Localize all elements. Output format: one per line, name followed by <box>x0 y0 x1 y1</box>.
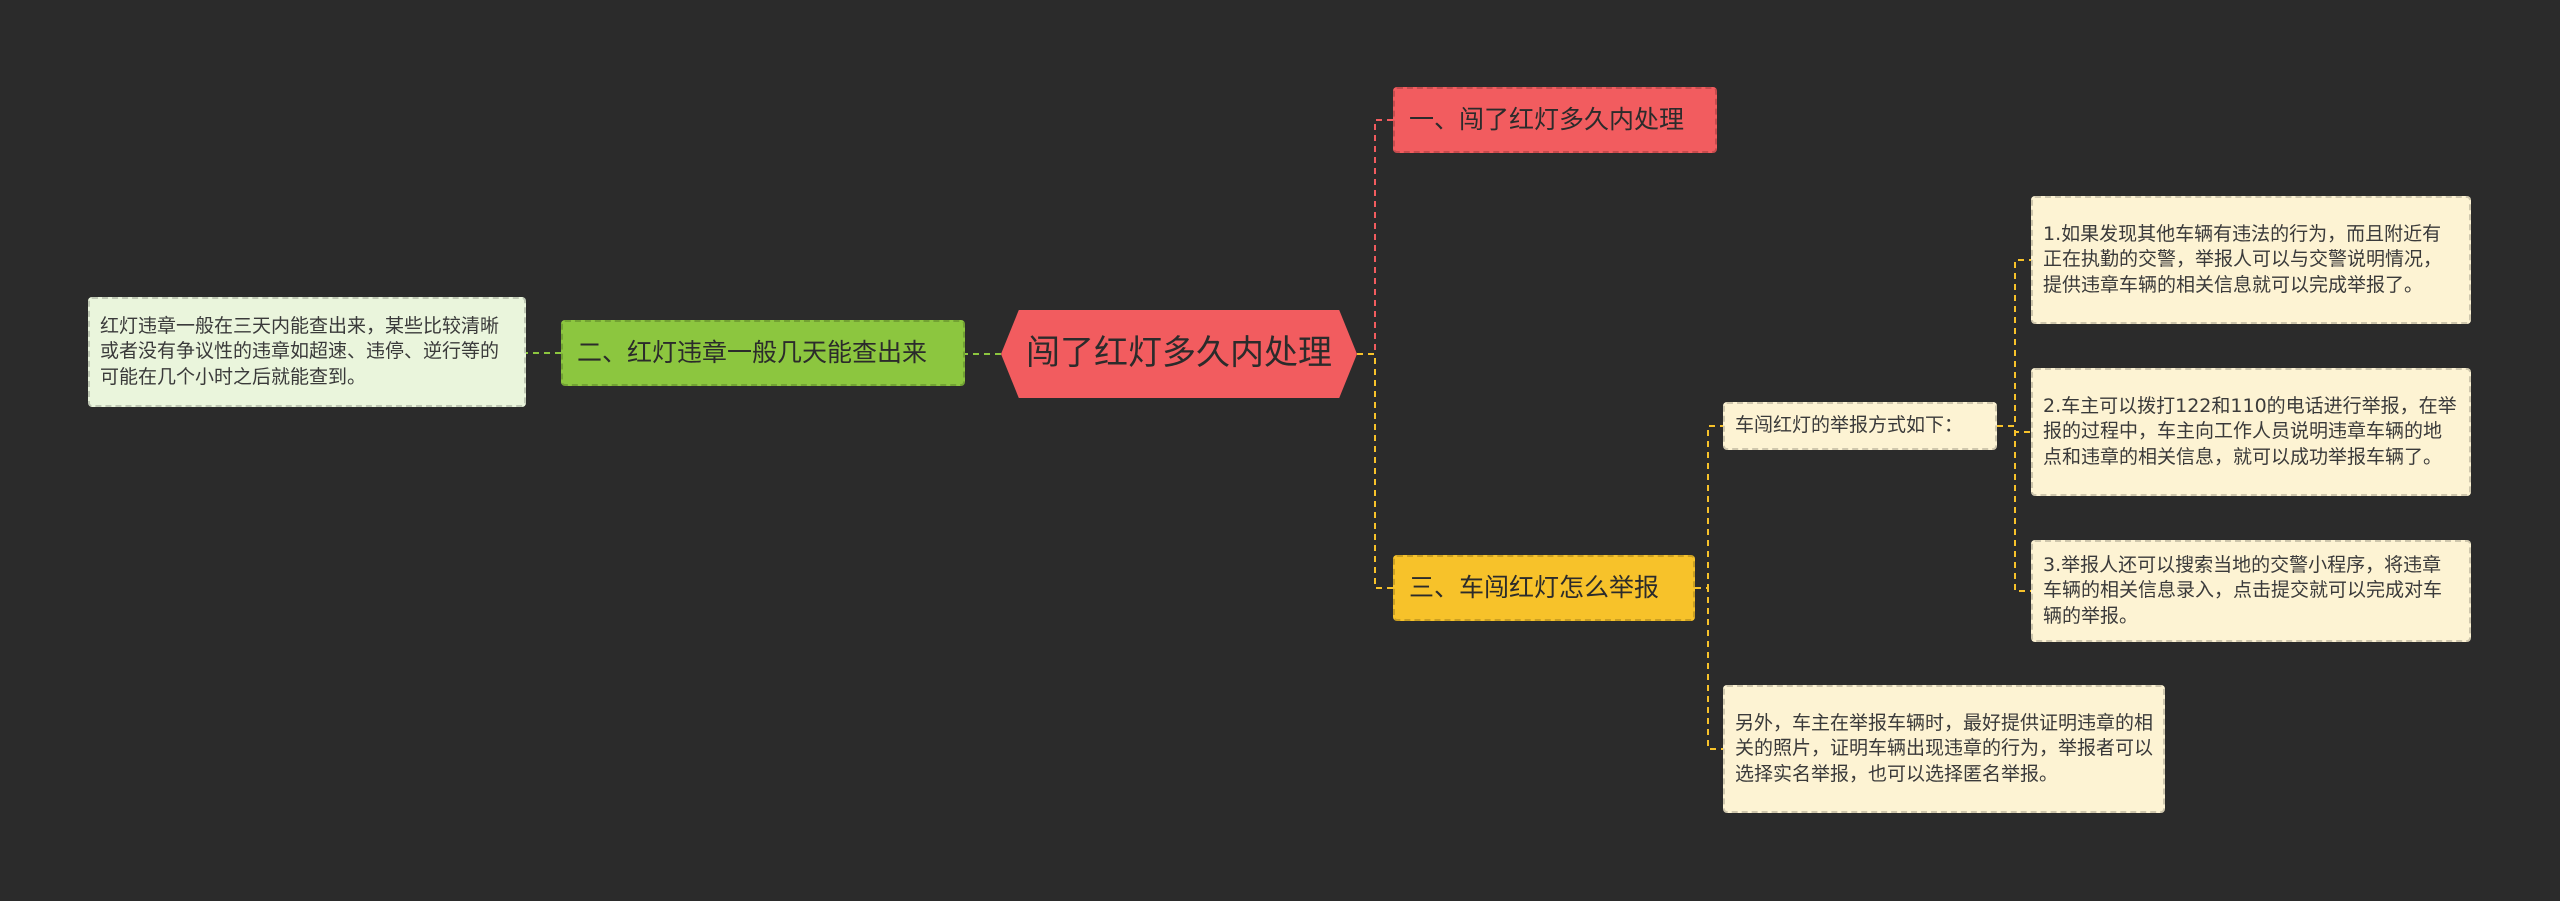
branch-topic-3-label: 三、车闯红灯怎么举报 <box>1409 573 1660 603</box>
branch-topic-2-detail-text: 红灯违章一般在三天内能查出来，某些比较清晰或者没有争议性的违章如超速、违停、逆行… <box>100 314 500 388</box>
branch-topic-2[interactable]: 二、红灯违章一般几天能查出来 <box>561 320 965 386</box>
report-method-2-text: 2.车主可以拨打122和110的电话进行举报，在举报的过程中，车主向工作人员说明… <box>2043 394 2457 468</box>
subtopic-report-methods[interactable]: 车闯红灯的举报方式如下： <box>1723 402 1997 450</box>
report-method-1[interactable]: 1.如果发现其他车辆有违法的行为，而且附近有正在执勤的交警，举报人可以与交警说明… <box>2031 196 2471 324</box>
report-method-2[interactable]: 2.车主可以拨打122和110的电话进行举报，在举报的过程中，车主向工作人员说明… <box>2031 368 2471 496</box>
link-sub1-d1 <box>1997 259 2031 427</box>
subtopic-additional-note-text: 另外，车主在举报车辆时，最好提供证明违章的相关的照片，证明车辆出现违章的行为，举… <box>1735 711 2154 785</box>
link-sub1-d3 <box>1997 425 2031 592</box>
branch-topic-2-label: 二、红灯违章一般几天能查出来 <box>577 338 928 368</box>
root-topic[interactable]: 闯了红灯多久内处理 <box>1001 310 1357 398</box>
branch-topic-2-detail[interactable]: 红灯违章一般在三天内能查出来，某些比较清晰或者没有争议性的违章如超速、违停、逆行… <box>88 297 526 407</box>
link-branch3-sub2 <box>1695 587 1723 750</box>
branch-topic-1[interactable]: 一、闯了红灯多久内处理 <box>1393 87 1717 153</box>
link-branch3-sub1 <box>1695 425 1723 589</box>
branch-topic-3[interactable]: 三、车闯红灯怎么举报 <box>1393 555 1695 621</box>
link-root-branch3 <box>1357 353 1393 589</box>
link-root-branch1 <box>1357 119 1393 355</box>
branch-topic-1-label: 一、闯了红灯多久内处理 <box>1409 105 1685 135</box>
subtopic-report-methods-label: 车闯红灯的举报方式如下： <box>1735 414 1964 437</box>
subtopic-additional-note[interactable]: 另外，车主在举报车辆时，最好提供证明违章的相关的照片，证明车辆出现违章的行为，举… <box>1723 685 2165 813</box>
root-topic-label: 闯了红灯多久内处理 <box>1026 333 1332 374</box>
report-method-3[interactable]: 3.举报人还可以搜索当地的交警小程序，将违章车辆的相关信息录入，点击提交就可以完… <box>2031 540 2471 642</box>
report-method-1-text: 1.如果发现其他车辆有违法的行为，而且附近有正在执勤的交警，举报人可以与交警说明… <box>2043 222 2443 296</box>
report-method-3-text: 3.举报人还可以搜索当地的交警小程序，将违章车辆的相关信息录入，点击提交就可以完… <box>2043 553 2443 627</box>
